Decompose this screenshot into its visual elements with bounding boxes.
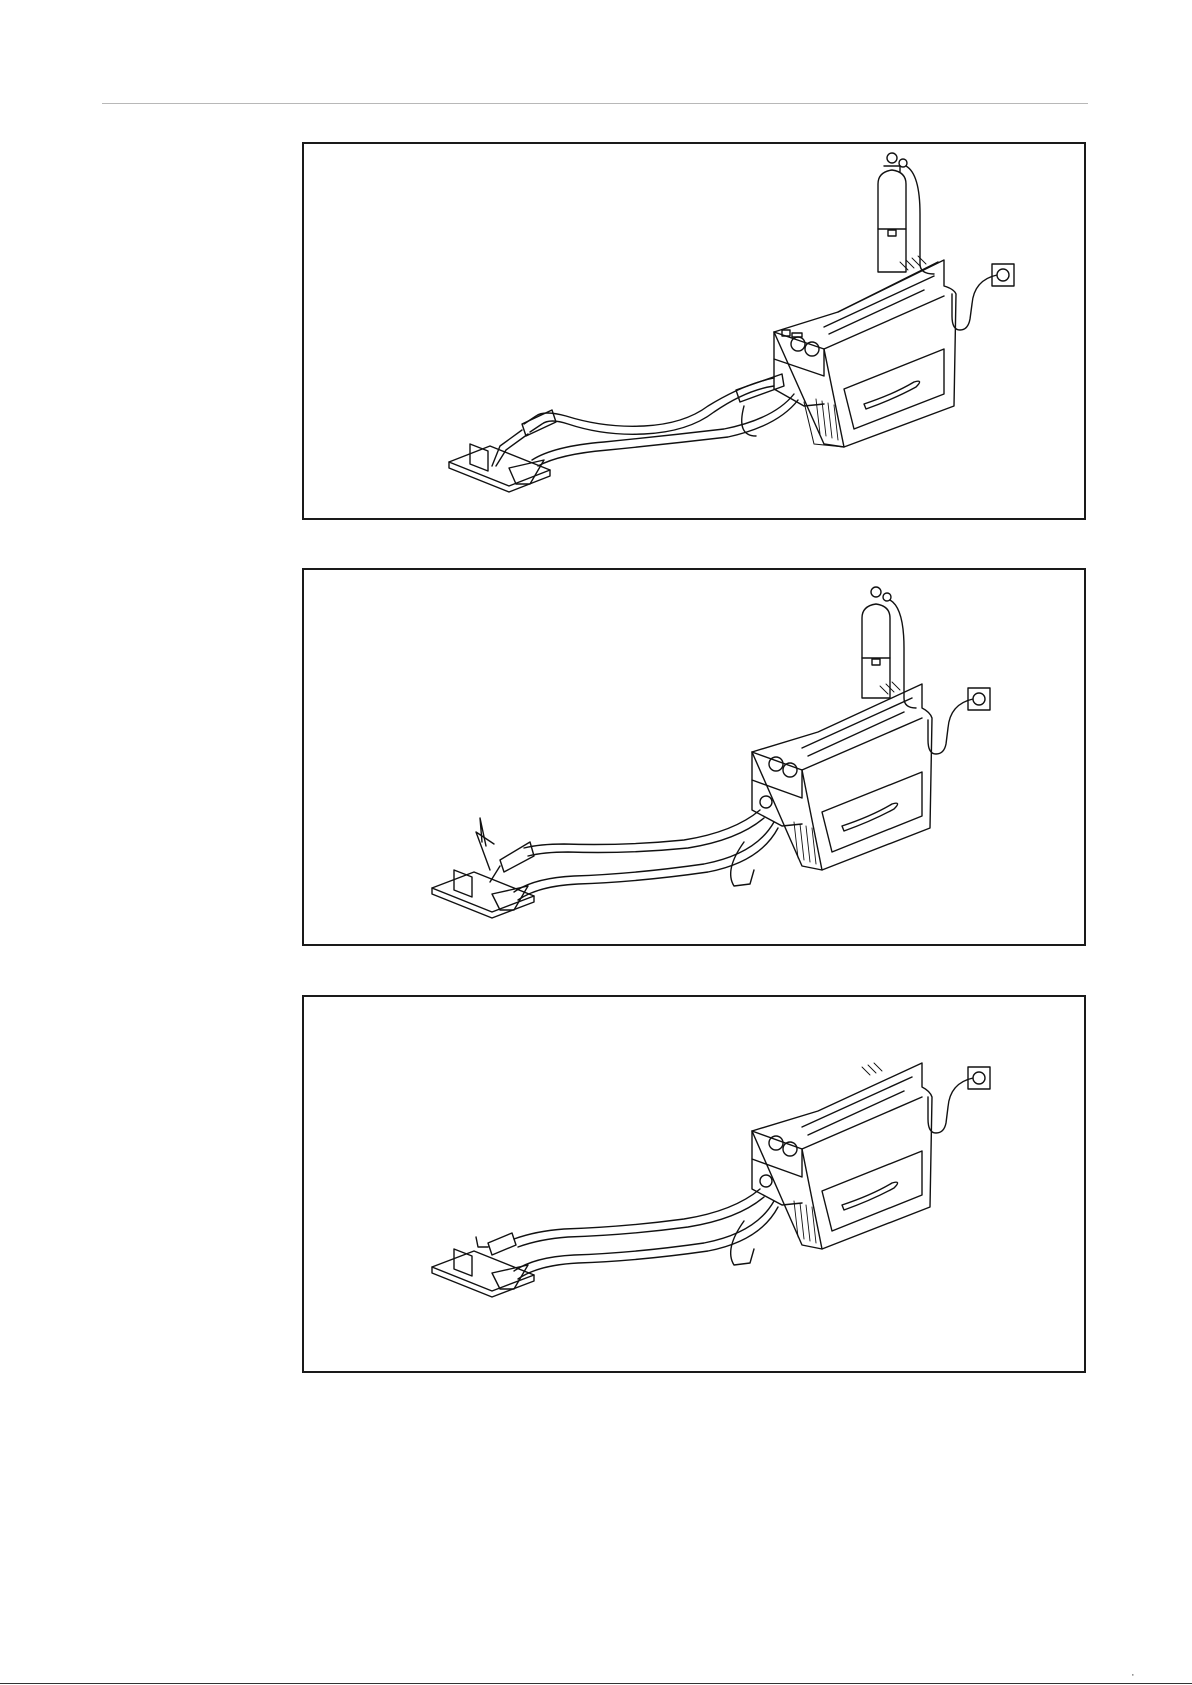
header-rule bbox=[102, 103, 1088, 104]
welding-setup-illustration bbox=[304, 144, 1084, 518]
power-source-icon bbox=[774, 256, 956, 447]
ground-cable-icon bbox=[532, 394, 798, 466]
torch-hose-icon bbox=[476, 810, 764, 882]
page-footer-mark: · bbox=[1131, 1669, 1135, 1681]
workpiece-icon bbox=[432, 870, 534, 918]
wall-socket-icon bbox=[928, 1067, 990, 1133]
electrode-cable-icon bbox=[476, 1189, 764, 1255]
wall-socket-icon bbox=[952, 264, 1014, 330]
power-source-icon bbox=[752, 1063, 932, 1249]
footer-rule bbox=[0, 1683, 1192, 1684]
figure-tig-setup bbox=[302, 568, 1086, 946]
figure-mig-mag-setup bbox=[302, 142, 1086, 520]
figure-electrode-setup bbox=[302, 995, 1086, 1373]
welding-setup-illustration bbox=[304, 570, 1084, 944]
workpiece-icon bbox=[432, 1249, 534, 1297]
gas-cylinder-icon bbox=[878, 153, 934, 274]
welding-setup-illustration bbox=[304, 997, 1084, 1371]
torch-hose-icon bbox=[492, 374, 784, 466]
workpiece-icon bbox=[449, 444, 550, 492]
wall-socket-icon bbox=[928, 688, 990, 754]
power-source-icon bbox=[752, 682, 932, 870]
